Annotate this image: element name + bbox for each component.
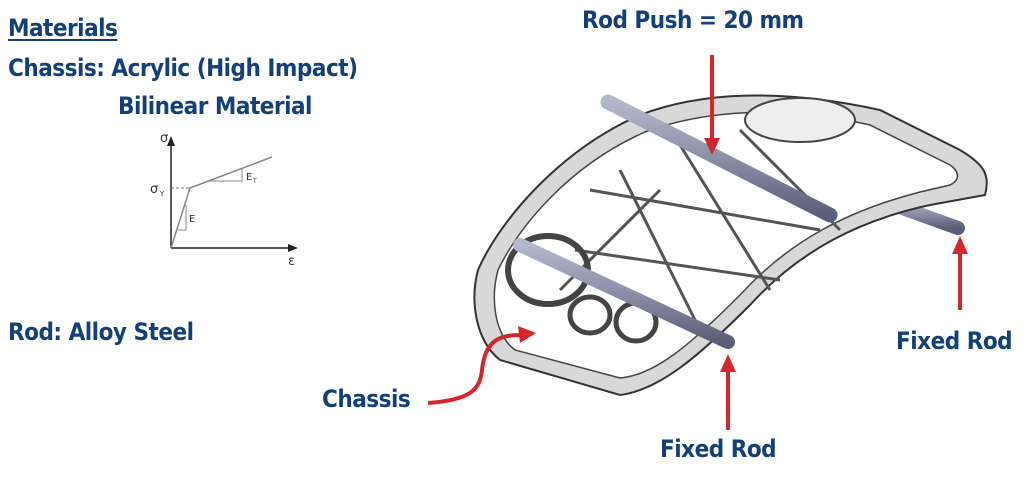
fixed-rod-bottom-label: Fixed Rod [660, 435, 777, 463]
chassis-label: Chassis [322, 385, 411, 413]
elastic-slope-triangle [178, 205, 187, 231]
sigma-axis-label: σ [160, 131, 168, 146]
chassis-material-label: Chassis: Acrylic (High Impact) [8, 54, 358, 82]
x-axis-arrow-icon [288, 244, 298, 252]
push-rod [600, 94, 838, 223]
fixed-rod-front [513, 238, 735, 349]
arrows [427, 55, 968, 430]
elastic-modulus-label: E [189, 214, 195, 225]
rod-material-label: Rod: Alloy Steel [8, 318, 194, 346]
push-arrow-head-icon [704, 138, 720, 155]
tangent-slope-triangle [210, 169, 243, 182]
tangent-modulus-subscript: T [252, 178, 257, 185]
bilinear-material-label: Bilinear Material [118, 92, 312, 120]
chassis-arrow-head-icon [518, 326, 536, 343]
materials-heading: Materials [8, 14, 118, 42]
fixed-bottom-arrow-head-icon [720, 354, 736, 372]
y-axis-arrow-icon [167, 136, 175, 146]
bilinear-curve [170, 156, 273, 249]
small-ring-left [567, 294, 613, 336]
fixed-right-arrow-head-icon [952, 236, 968, 254]
fixed-rod-right-label: Fixed Rod [896, 327, 1013, 355]
top-oval-opening [744, 97, 856, 143]
tangent-modulus-label: E [246, 172, 252, 183]
rod-push-label: Rod Push = 20 mm [582, 6, 804, 34]
yield-stress-label: σ [150, 182, 158, 197]
epsilon-axis-label: ε [288, 254, 295, 269]
yield-stress-subscript: Y [159, 190, 165, 198]
